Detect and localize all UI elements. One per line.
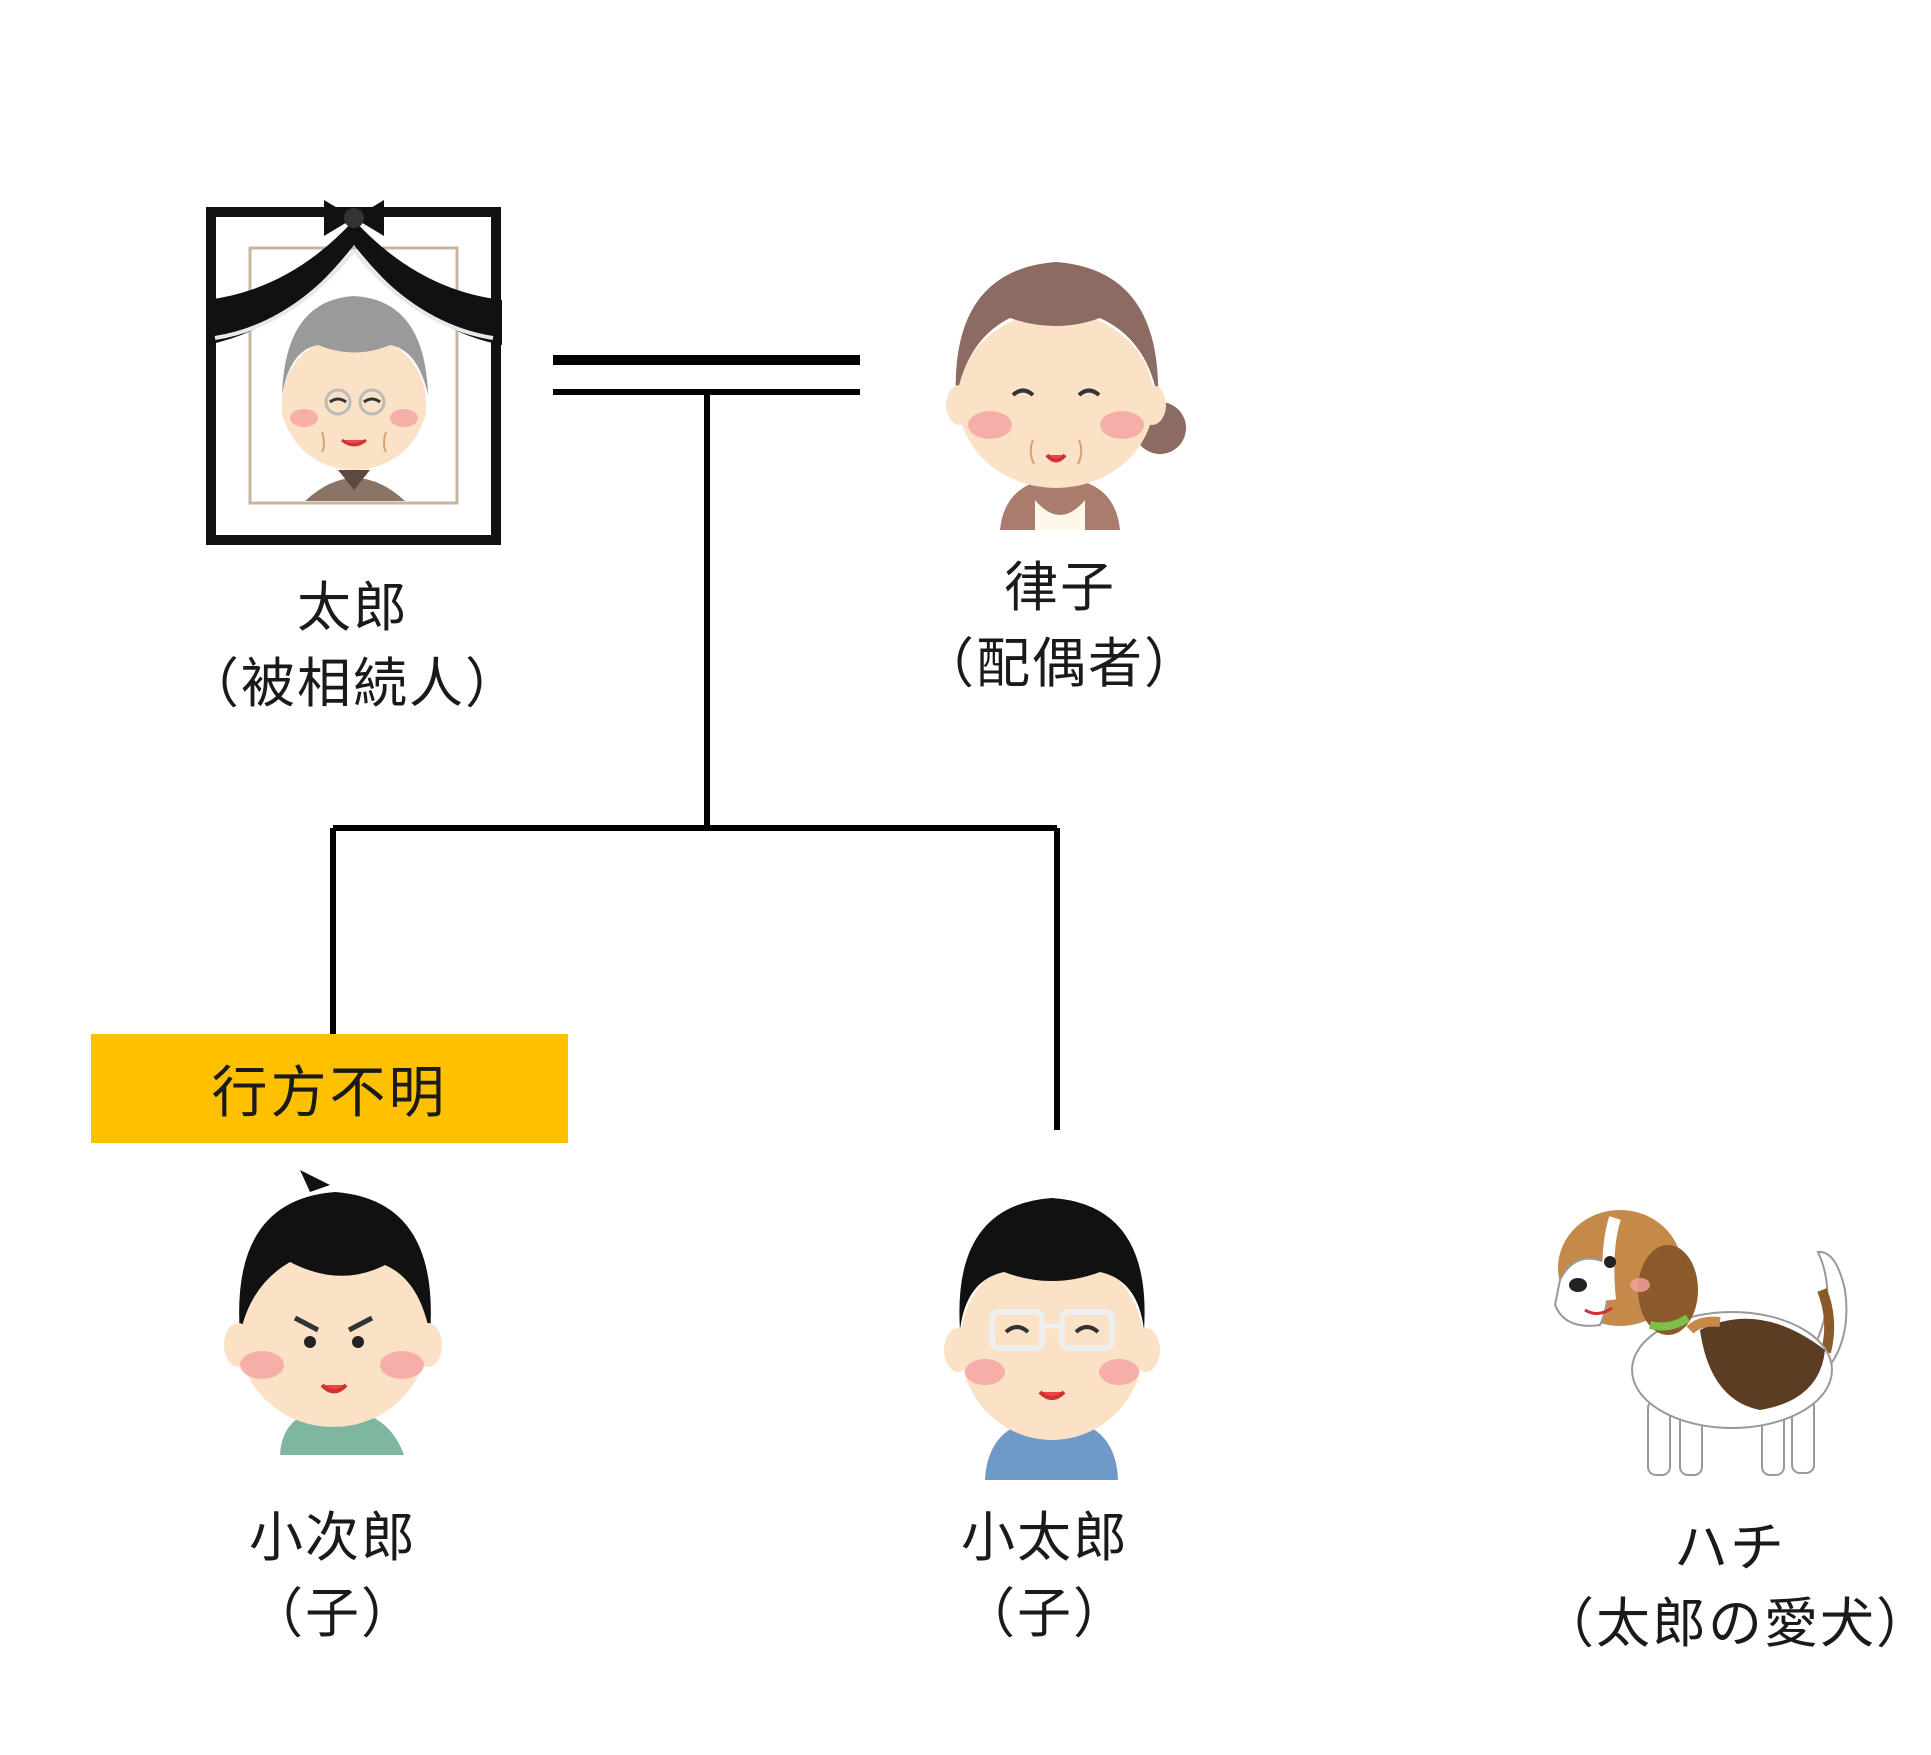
person-name: 律子 — [1004, 556, 1116, 619]
person-kotaro: 小太郎 （子） — [895, 1500, 1195, 1652]
person-role: （配偶者） — [920, 632, 1200, 695]
descent-lines — [330, 392, 1060, 1130]
person-name: 小太郎 — [961, 1506, 1129, 1569]
pet-name: ハチ — [1674, 1516, 1786, 1579]
deceased-grandfather-portrait-icon — [206, 200, 502, 545]
status-label: 行方不明 — [211, 1061, 448, 1126]
pet-hachi: ハチ （太郎の愛犬） — [1540, 1510, 1931, 1662]
person-kojiro: 小次郎 （子） — [183, 1500, 483, 1652]
status-box-missing: 行方不明 — [91, 1034, 568, 1143]
grandmother-icon — [946, 262, 1186, 530]
person-role: （子） — [961, 1582, 1129, 1645]
marriage-line — [553, 355, 860, 395]
person-role: （子） — [249, 1582, 417, 1645]
person-name: 太郎 — [297, 576, 409, 639]
pet-role: （太郎の愛犬） — [1540, 1592, 1931, 1655]
person-name: 小次郎 — [249, 1506, 417, 1569]
person-role: （被相続人） — [185, 652, 521, 715]
angry-boy-icon — [224, 1170, 442, 1455]
boy-with-glasses-icon — [944, 1198, 1160, 1480]
beagle-dog-icon — [1553, 1210, 1848, 1476]
person-taro: 太郎 （被相続人） — [150, 570, 556, 722]
person-ritsuko: 律子 （配偶者） — [880, 550, 1240, 702]
